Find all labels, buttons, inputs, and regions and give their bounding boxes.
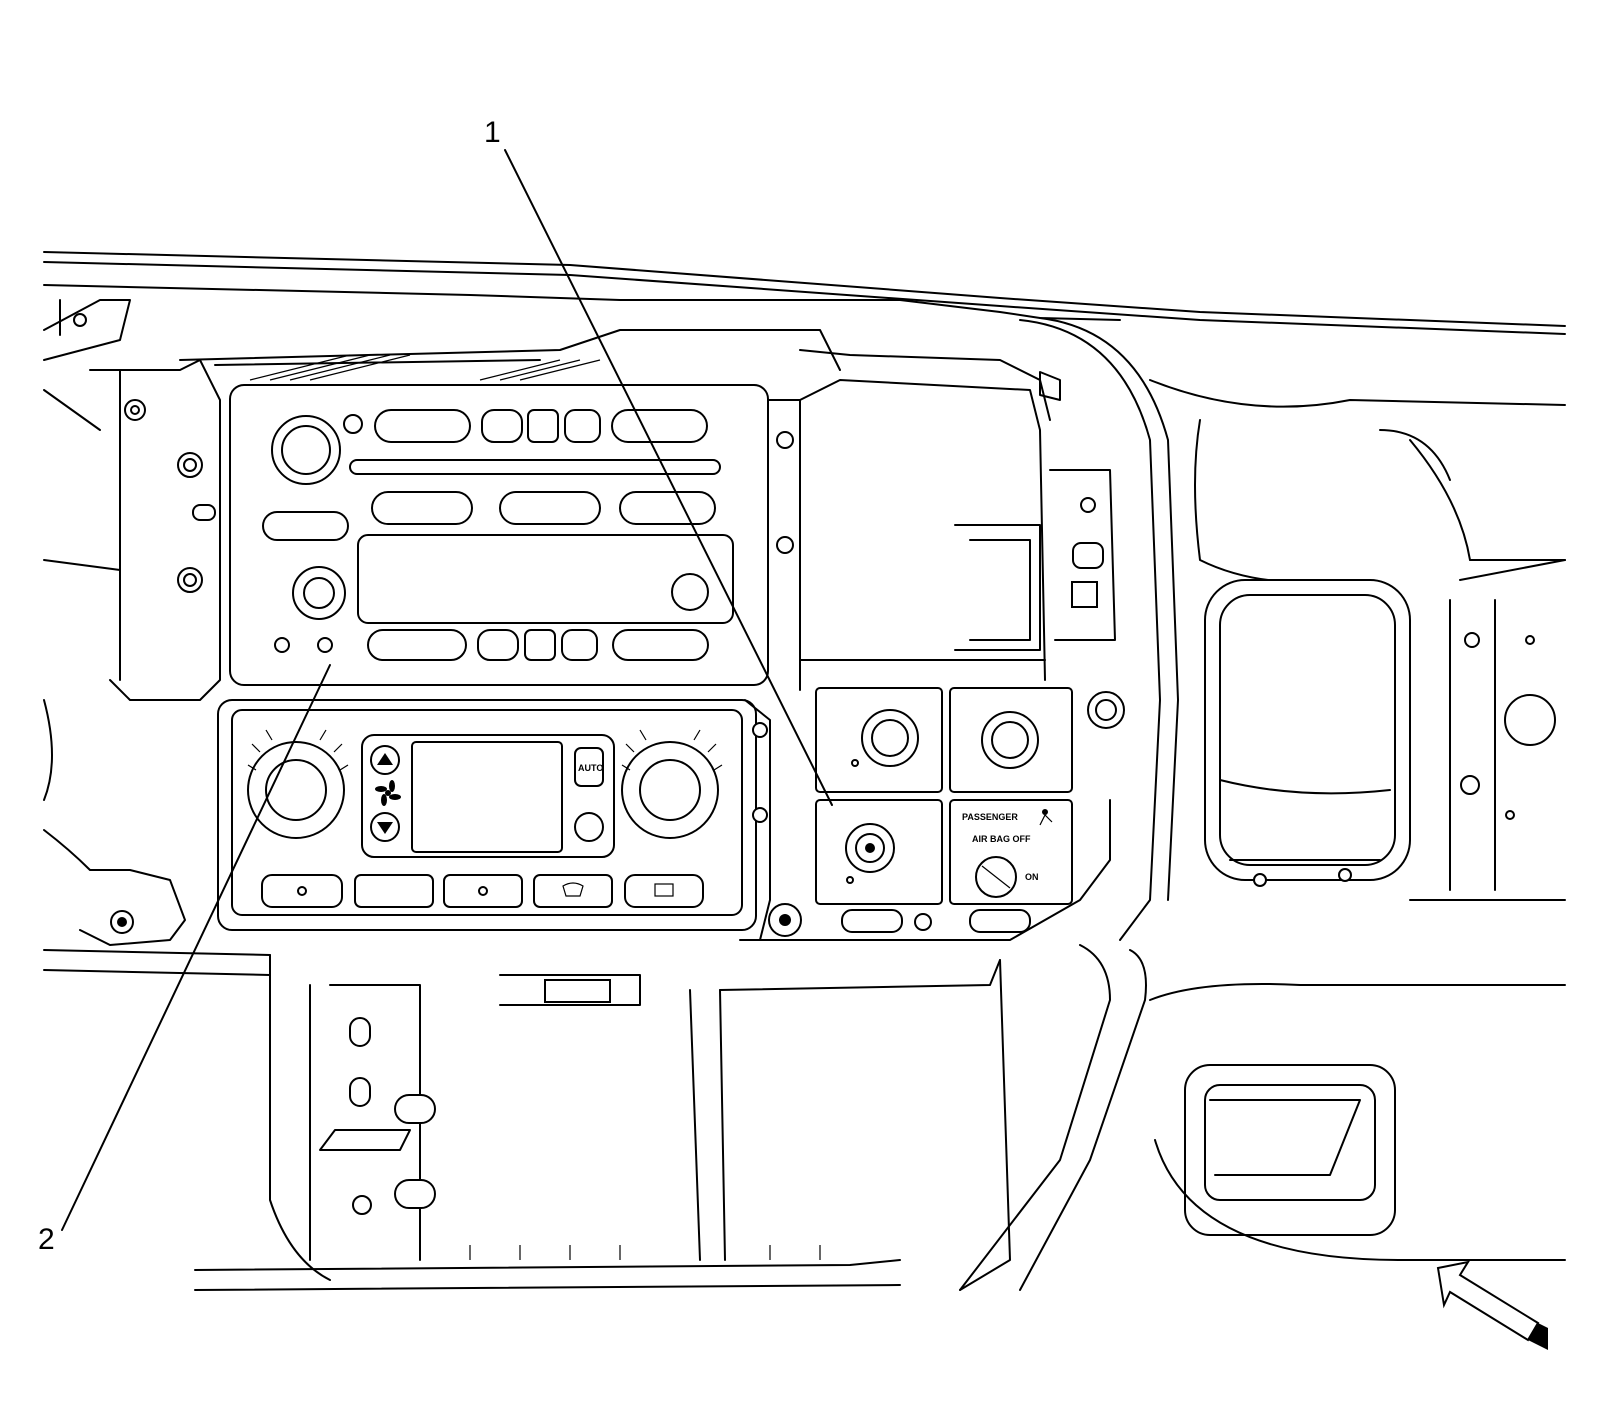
fan-icon — [375, 780, 401, 806]
radio-unit — [179, 329, 841, 691]
airbag-passenger-icon — [1039, 809, 1053, 826]
callout-label-1: 1 — [484, 116, 501, 149]
hvac-auto-label: AUTO — [578, 763, 603, 773]
defrost-icon — [562, 882, 584, 897]
center-mount — [739, 349, 1125, 941]
view-direction-arrow-icon — [1436, 1260, 1548, 1350]
right-structure — [1204, 559, 1566, 901]
switch-line1: PASSENGER — [962, 812, 1018, 822]
hvac-control: AUTO — [217, 699, 771, 941]
callout-leader-1 — [504, 149, 833, 806]
callout-label-2: 2 — [38, 1223, 55, 1256]
lower-dash — [194, 944, 1566, 1291]
switch-on-label: ON — [1025, 872, 1039, 882]
switch-panel: PASSENGER AIR BAG OFF ON — [815, 687, 1073, 905]
switch-line2: AIR BAG OFF — [972, 834, 1031, 844]
left-bracket — [43, 299, 271, 976]
callout-leader-2 — [61, 664, 331, 1231]
dash-top-outline — [43, 251, 1566, 941]
